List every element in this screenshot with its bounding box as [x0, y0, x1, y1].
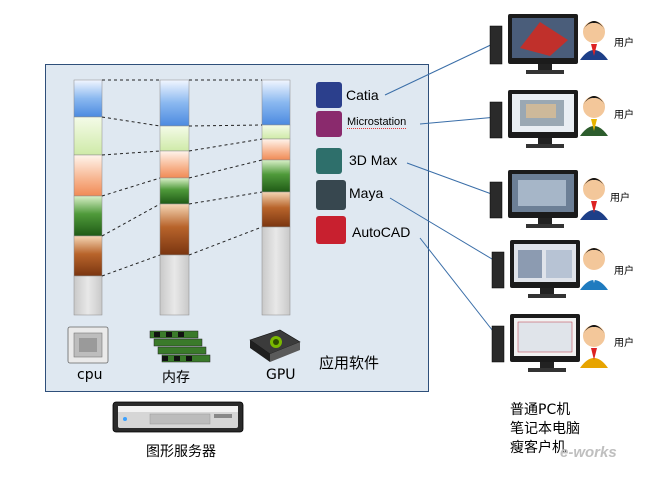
autocad-icon [316, 216, 346, 244]
user-avatar-icon-1 [580, 21, 608, 60]
memory-label: 内存 [162, 370, 190, 386]
user-label-1: 用户 [614, 38, 634, 49]
user-station-3 [489, 170, 578, 228]
user-label-3: 用户 [610, 193, 630, 204]
microstation-icon [316, 111, 342, 137]
catia-icon [316, 82, 342, 108]
user-label-2: 用户 [614, 110, 634, 121]
cpu-resource-column [73, 79, 103, 316]
user-avatar-icon-2 [580, 96, 608, 136]
app-label-catia: Catia [346, 87, 379, 103]
server-rack-icon [112, 401, 244, 433]
app-label-microstation: Microstation [347, 116, 407, 129]
app-label-autocad: AutoCAD [352, 224, 411, 240]
user-station-1 [489, 14, 578, 74]
memory-resource-column [159, 79, 190, 316]
cpu-chip-icon [67, 326, 109, 364]
clients-line-pc: 普通PC机 [510, 402, 571, 418]
gpu-card-icon [249, 329, 301, 362]
user-station-2 [489, 90, 578, 148]
gpu-label: GPU [266, 367, 296, 383]
allocation-connectors [101, 79, 263, 277]
app-label-3dmax: 3D Max [349, 152, 398, 168]
ework-watermark-logo: e-works [560, 444, 617, 461]
user-label-5: 用户 [614, 338, 634, 349]
server-label: 图形服务器 [146, 444, 216, 460]
clients-line-thin: 瘦客户机 [510, 440, 566, 456]
gpu-resource-column [261, 79, 291, 316]
user-station-5 [491, 314, 580, 372]
user-station-4 [491, 240, 580, 298]
software-label: 应用软件 [319, 354, 380, 372]
user-avatar-icon-5 [580, 325, 608, 368]
3dsmax-icon [316, 148, 342, 174]
maya-icon [316, 180, 346, 210]
clients-line-laptop: 笔记本电脑 [510, 421, 580, 437]
user-avatar-icon-4 [580, 248, 608, 290]
graphics-server-panel [45, 64, 429, 392]
cpu-label: cpu [77, 367, 103, 383]
user-avatar-icon-3 [580, 178, 608, 220]
memory-modules-icon [149, 330, 211, 363]
app-label-maya: Maya [349, 185, 384, 201]
app-user-links [384, 41, 501, 341]
user-label-4: 用户 [614, 266, 634, 277]
